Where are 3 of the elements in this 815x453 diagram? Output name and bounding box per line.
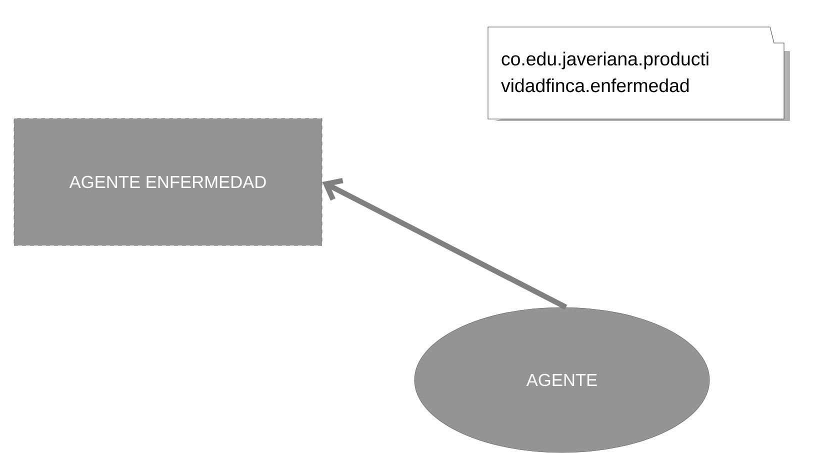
process-box: AGENTE ENFERMEDAD bbox=[14, 118, 322, 246]
package-box: co.edu.javeriana.producti vidadfinca.enfermedad bbox=[488, 26, 790, 121]
arrow bbox=[322, 178, 568, 310]
